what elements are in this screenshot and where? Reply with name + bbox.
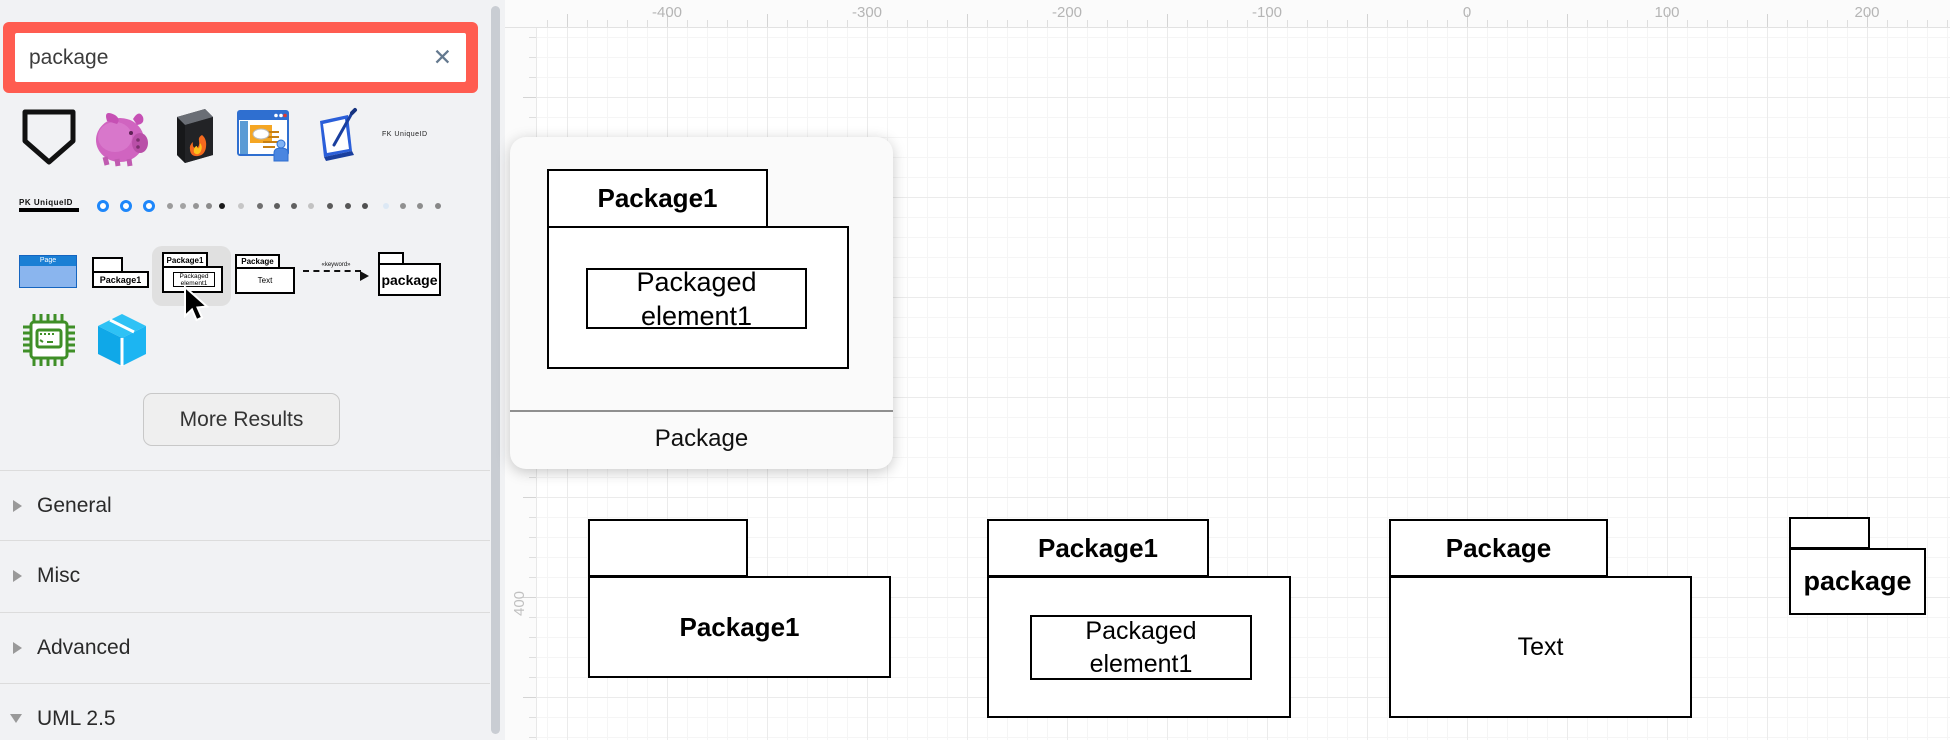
- result-dot-icon[interactable]: [383, 203, 389, 209]
- ruler-label: -200: [1051, 4, 1083, 21]
- section-label: Advanced: [37, 635, 131, 659]
- sidebar-section-misc[interactable]: Misc: [0, 540, 490, 610]
- sidebar-section-general[interactable]: General: [0, 470, 490, 540]
- pk-entity-shape-icon[interactable]: PK UniqueID: [19, 198, 79, 212]
- clear-search-icon[interactable]: ✕: [432, 44, 452, 70]
- vertical-ruler-label: 400: [511, 590, 529, 617]
- mouse-cursor-icon: [184, 286, 210, 322]
- shield-shape-icon[interactable]: [20, 108, 78, 166]
- result-dot-icon[interactable]: [417, 203, 423, 209]
- microchip-icon[interactable]: [22, 313, 76, 367]
- result-dot-icon[interactable]: [143, 200, 155, 212]
- result-dot-icon[interactable]: [193, 203, 199, 209]
- result-dot-icon[interactable]: [274, 203, 280, 209]
- tooltip-divider: [510, 410, 893, 412]
- caret-right-icon: [13, 569, 22, 582]
- preview-package-tab: Package1: [547, 169, 768, 228]
- canvas-package-tab[interactable]: Package: [1389, 519, 1608, 577]
- package-bold-shape-icon[interactable]: package: [378, 263, 441, 296]
- cube-package-icon[interactable]: [97, 313, 147, 367]
- preview-packaged-element: Packaged element1: [586, 267, 807, 331]
- shapes-sidebar: ✕: [0, 0, 505, 740]
- result-dot-icon[interactable]: [362, 203, 368, 209]
- result-dot-icon[interactable]: [206, 203, 212, 209]
- canvas-package1-body[interactable]: Package1: [588, 576, 891, 678]
- result-dot-icon[interactable]: [120, 200, 132, 212]
- drawing-canvas[interactable]: -400 -300 -200 -100 0 100 200 400 Package1 Pac…: [505, 0, 1950, 740]
- section-label: UML 2.5: [37, 706, 116, 730]
- sidebar-section-advanced[interactable]: Advanced: [0, 612, 490, 682]
- canvas-package-bold-body[interactable]: package: [1789, 548, 1926, 615]
- ruler-label: -100: [1251, 4, 1283, 21]
- result-dot-icon[interactable]: [180, 203, 186, 209]
- horizontal-ruler: -400 -300 -200 -100 0 100 200: [537, 0, 1950, 28]
- result-dot-icon[interactable]: [167, 203, 173, 209]
- edit-box-icon[interactable]: [316, 107, 358, 165]
- canvas-package-element-body[interactable]: Packaged element1: [987, 576, 1291, 718]
- dependency-arrow-shape-icon[interactable]: «keyword»: [303, 262, 369, 281]
- canvas-package1-tab[interactable]: [588, 519, 748, 577]
- preview-package-body: Packaged element1: [547, 226, 849, 369]
- application-user-icon[interactable]: [237, 110, 295, 162]
- ruler-corner: [505, 0, 537, 28]
- tooltip-caption: Package: [654, 425, 749, 452]
- ruler-label: 0: [1462, 4, 1472, 21]
- caret-right-icon: [13, 499, 22, 512]
- sidebar-section-uml-2-5[interactable]: UML 2.5: [0, 683, 490, 753]
- ruler-label: 100: [1654, 4, 1680, 21]
- canvas-package-body[interactable]: Text: [1389, 576, 1692, 718]
- result-dot-icon[interactable]: [257, 203, 263, 209]
- arrowhead-icon: [360, 271, 369, 281]
- package1-shape-icon[interactable]: Package1: [92, 271, 149, 288]
- more-results-button[interactable]: More Results: [143, 393, 340, 446]
- result-dot-icon[interactable]: [97, 200, 109, 212]
- shape-search-input[interactable]: [29, 45, 433, 70]
- result-dot-icon[interactable]: [291, 203, 297, 209]
- ruler-label: 200: [1854, 4, 1880, 21]
- result-dot-icon[interactable]: [308, 203, 314, 209]
- result-dot-icon[interactable]: [400, 203, 406, 209]
- firewall-icon[interactable]: [169, 107, 217, 167]
- caret-right-icon: [13, 641, 22, 654]
- shape-preview-tooltip: Package1 Packaged element1 Package: [510, 137, 893, 469]
- ruler-label: -300: [851, 4, 883, 21]
- result-dot-icon[interactable]: [219, 203, 225, 209]
- result-dot-icon[interactable]: [238, 203, 244, 209]
- section-label: General: [37, 493, 112, 517]
- ruler-label: -400: [651, 4, 683, 21]
- section-label: Misc: [37, 563, 81, 587]
- package-text-shape-icon[interactable]: Text: [235, 267, 295, 294]
- fk-entity-shape-icon[interactable]: FK UniqueID: [382, 131, 428, 138]
- canvas-package-bold-tab[interactable]: [1789, 517, 1870, 549]
- sidebar-scrollbar[interactable]: [491, 6, 500, 734]
- result-dot-icon[interactable]: [327, 203, 333, 209]
- piggy-bank-icon[interactable]: [93, 107, 149, 167]
- result-dot-icon[interactable]: [345, 203, 351, 209]
- page-shape-icon[interactable]: Page: [19, 255, 77, 288]
- result-dot-icon[interactable]: [435, 203, 441, 209]
- search-box-highlight: ✕: [3, 22, 478, 93]
- canvas-packaged-element[interactable]: Packaged element1: [1030, 615, 1252, 680]
- package-element-shape-icon[interactable]: Packaged element1: [162, 266, 223, 293]
- caret-down-icon: [10, 714, 22, 723]
- canvas-package-element-tab[interactable]: Package1: [987, 519, 1209, 577]
